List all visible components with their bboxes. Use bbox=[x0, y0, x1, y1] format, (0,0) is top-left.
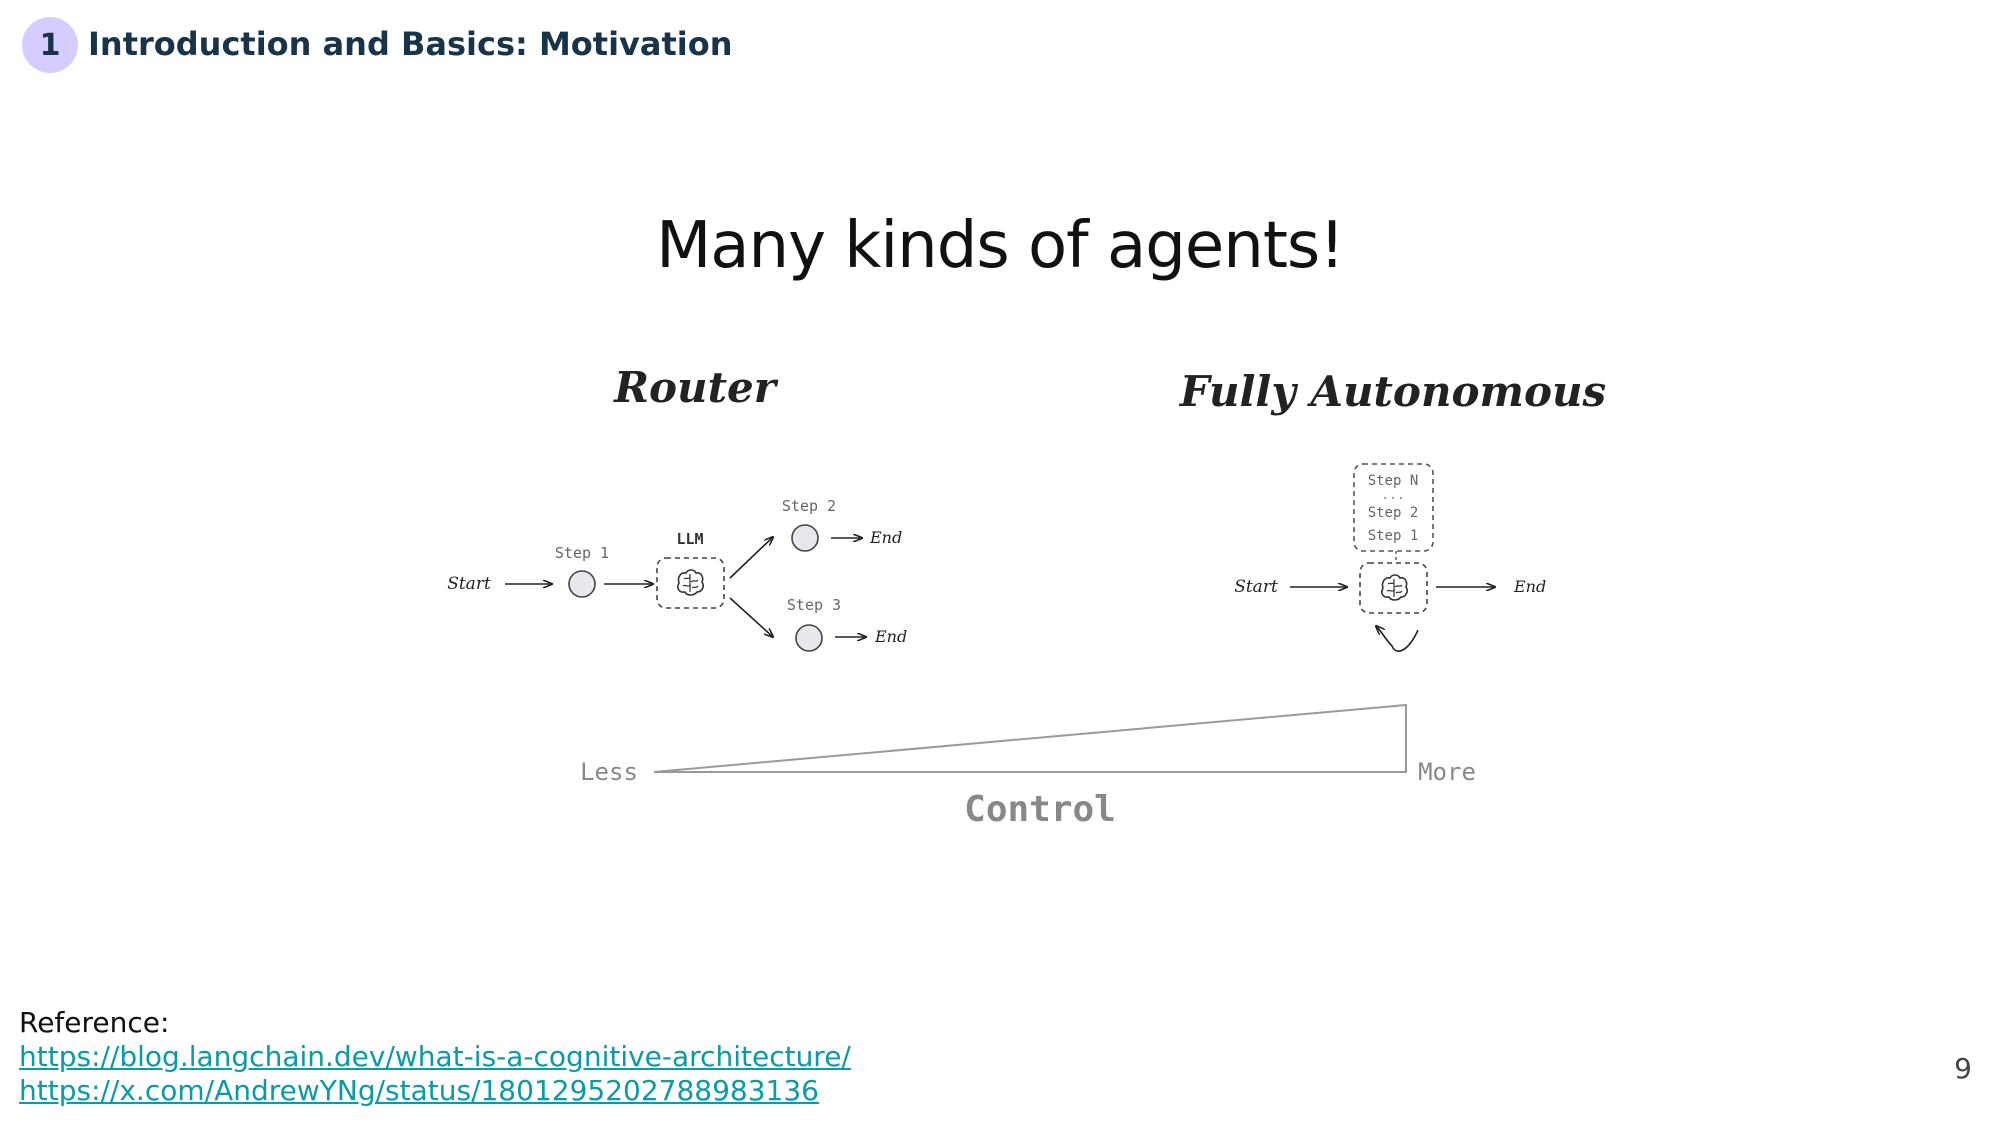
router-end-label-b: End bbox=[874, 627, 907, 646]
router-step1-node bbox=[568, 570, 596, 598]
autonomous-end-label: End bbox=[1513, 577, 1546, 596]
router-step1-label: Step 1 bbox=[555, 544, 609, 562]
router-end-label-a: End bbox=[869, 528, 902, 547]
router-branch-up-arrow bbox=[729, 537, 773, 579]
page-number: 9 bbox=[1954, 1052, 1972, 1085]
reference-link-langchain[interactable]: https://blog.langchain.dev/what-is-a-cog… bbox=[19, 1040, 851, 1073]
control-less-label: Less bbox=[580, 758, 638, 786]
reference-block: Reference: https://blog.langchain.dev/wh… bbox=[19, 1006, 999, 1108]
control-scale-wedge bbox=[653, 703, 1407, 773]
autonomous-step-n-label: Step N bbox=[1368, 473, 1419, 489]
section-title: Introduction and Basics: Motivation bbox=[88, 25, 733, 63]
control-more-label: More bbox=[1418, 758, 1476, 786]
router-llm-label: LLM bbox=[676, 530, 703, 548]
slide-title: Many kinds of agents! bbox=[656, 209, 1345, 283]
router-step2-label: Step 2 bbox=[782, 497, 836, 515]
autonomous-loop-arrow bbox=[1376, 626, 1419, 652]
control-axis-label: Control bbox=[964, 789, 1116, 830]
reference-link-andrewyng[interactable]: https://x.com/AndrewYNg/status/180129520… bbox=[19, 1074, 819, 1107]
router-branch-down-arrow bbox=[729, 597, 773, 637]
router-start-label: Start bbox=[447, 574, 491, 594]
reference-label: Reference: bbox=[19, 1006, 170, 1039]
router-heading: Router bbox=[613, 363, 779, 412]
router-step2-node bbox=[791, 524, 819, 552]
autonomous-start-label: Start bbox=[1234, 577, 1278, 597]
autonomous-dots-label: ... bbox=[1381, 488, 1404, 503]
section-number-badge: 1 bbox=[22, 17, 78, 73]
router-step3-node bbox=[795, 624, 823, 652]
autonomous-step-1-label: Step 1 bbox=[1368, 528, 1419, 544]
autonomous-step-2-label: Step 2 bbox=[1368, 505, 1419, 521]
autonomous-heading: Fully Autonomous bbox=[1179, 367, 1606, 416]
autonomous-step-stack bbox=[1353, 463, 1434, 552]
router-step3-label: Step 3 bbox=[787, 596, 841, 614]
